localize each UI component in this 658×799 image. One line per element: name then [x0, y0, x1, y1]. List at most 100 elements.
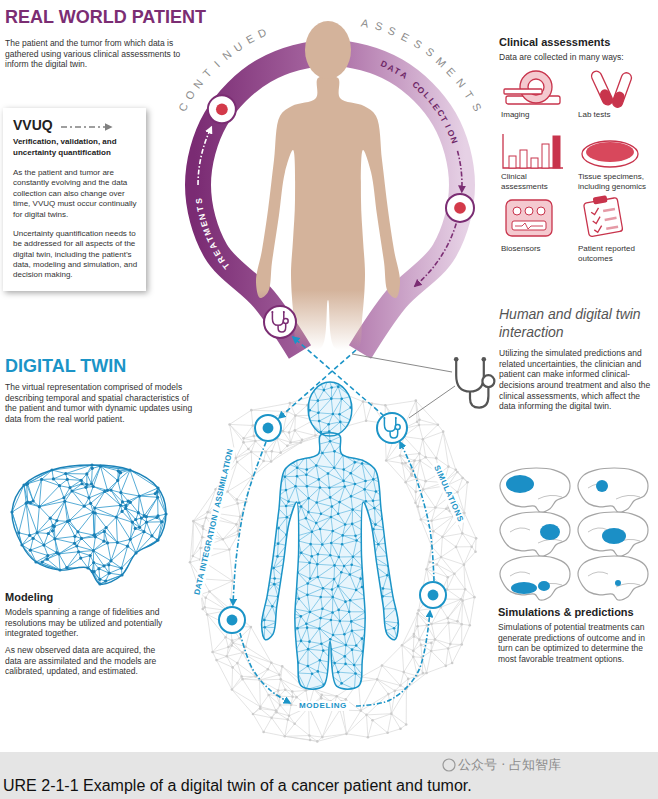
brain-node	[75, 544, 78, 547]
mesh-dot	[362, 439, 365, 442]
mesh-dot	[333, 662, 336, 665]
network-dot	[250, 409, 253, 412]
network-dot	[434, 638, 437, 641]
brain-node	[124, 504, 127, 507]
brain-node	[145, 515, 148, 518]
mesh-dot	[388, 390, 391, 393]
mesh-dot	[350, 495, 353, 498]
mesh-dot	[273, 475, 276, 478]
mesh-dot	[350, 563, 353, 566]
mesh-dot	[372, 500, 375, 503]
network-dot	[225, 655, 228, 658]
network-dot	[425, 568, 428, 571]
mesh-dot	[252, 628, 255, 631]
mesh-dot	[263, 643, 266, 646]
mesh-dot	[377, 543, 380, 546]
mesh-dot	[318, 420, 321, 423]
stethoscope-marker	[377, 413, 407, 443]
body-text: Simulations of potential treatments can …	[498, 622, 653, 665]
body-text: Uncertainty quantification needs to be a…	[13, 229, 138, 281]
mesh-dot	[388, 455, 391, 458]
mesh-dot	[284, 684, 287, 687]
mesh-dot	[339, 620, 342, 623]
mesh-dot	[307, 497, 310, 500]
network-dot	[270, 717, 273, 720]
mesh-dot	[367, 663, 370, 666]
loop-label: MODELING	[297, 701, 349, 711]
mesh-dot	[363, 413, 366, 416]
network-dot	[365, 419, 368, 422]
twin-loop-arrow	[240, 633, 290, 703]
brain-node	[85, 483, 88, 486]
brain-node	[87, 496, 90, 499]
mesh-dot	[249, 621, 252, 624]
brain-node	[156, 538, 159, 541]
brain-node	[55, 519, 58, 522]
sensor-body	[506, 200, 552, 236]
mesh-dot	[330, 386, 333, 389]
network-dot	[468, 624, 471, 627]
stethoscope-earpiece	[395, 417, 397, 419]
network-dot	[283, 735, 286, 738]
network-dot	[446, 576, 449, 579]
tumor-brain-detail	[588, 572, 640, 587]
mesh-dot	[329, 496, 332, 499]
network-dot	[401, 644, 404, 647]
mesh-dot	[306, 594, 309, 597]
mesh-dot	[344, 663, 347, 666]
mesh-dot	[365, 500, 368, 503]
sensor-display	[512, 221, 546, 230]
mesh-dot	[333, 578, 336, 581]
brain-node	[77, 550, 80, 553]
brain-fold	[588, 572, 640, 587]
mesh-dot	[364, 480, 367, 483]
network-dot	[199, 547, 202, 550]
brain-node	[79, 557, 82, 560]
network-dot	[231, 688, 234, 691]
twin-loop-arrow	[356, 611, 430, 706]
mesh-dot	[366, 597, 369, 600]
mesh-dot	[308, 640, 311, 643]
network-dot	[418, 452, 421, 455]
brain-node	[49, 517, 52, 520]
brain-node	[93, 506, 96, 509]
network-dot	[250, 451, 253, 454]
mesh-dot	[355, 589, 358, 592]
network-dot	[367, 736, 370, 739]
network-dot	[451, 662, 454, 665]
network-dot	[262, 460, 265, 463]
network-dot	[435, 457, 438, 460]
mesh-dot	[348, 610, 351, 613]
mesh-dot	[333, 450, 336, 453]
brain-node	[29, 549, 32, 552]
brain-node	[58, 484, 61, 487]
mesh-dot	[349, 573, 352, 576]
mesh-dot	[329, 638, 332, 641]
mesh-dot	[262, 604, 265, 607]
mesh-dot	[399, 510, 402, 513]
network-dot	[418, 424, 421, 427]
network-dot	[294, 414, 297, 417]
brain-node	[28, 534, 31, 537]
mesh-dot	[275, 388, 278, 391]
network-dot	[420, 518, 423, 521]
band-label: TREATMENTS	[190, 192, 235, 275]
mesh-dot	[394, 483, 397, 486]
mesh-dot	[372, 622, 375, 625]
brain-node	[142, 530, 145, 533]
mesh-dot	[321, 607, 324, 610]
mesh-dot	[295, 423, 298, 426]
network-dot	[236, 502, 239, 505]
tumor-brain	[578, 512, 648, 556]
mesh-dot	[340, 571, 343, 574]
tumor-brain-detail	[510, 572, 562, 594]
mesh-dot	[255, 523, 258, 526]
marker-ring	[208, 95, 236, 123]
mesh-dot	[354, 672, 357, 675]
network-dot	[192, 520, 195, 523]
stethoscope-chestpiece	[395, 425, 400, 430]
brain-node	[98, 582, 101, 585]
body-text: Models spanning a range of fidelities an…	[5, 607, 170, 639]
marker-ring	[420, 582, 446, 608]
brain-node	[102, 540, 105, 543]
